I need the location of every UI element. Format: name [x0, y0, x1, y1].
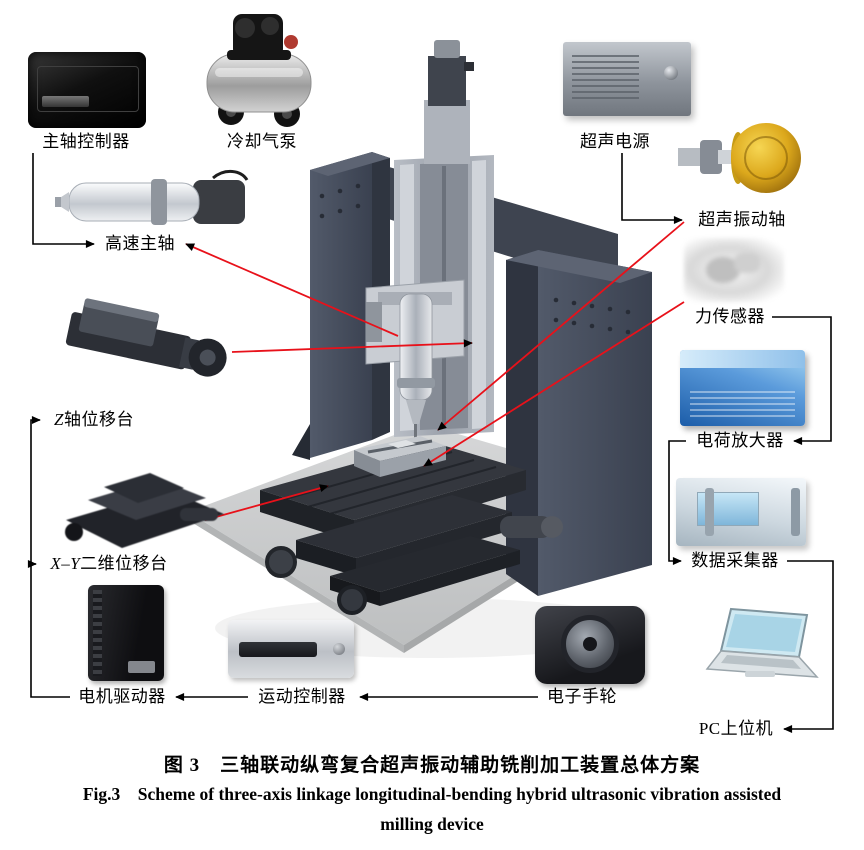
label-z-stage-prefix: Z [54, 410, 64, 429]
pointer-lines [185, 221, 685, 521]
label-pc-host: PC上位机 [692, 718, 780, 740]
label-motor-driver-text: 电机驱动器 [78, 687, 166, 706]
label-cooling-pump: 冷却气泵 [212, 131, 312, 153]
ultrasonic-vibration-axis-illustration [678, 123, 801, 193]
motion-controller-image [228, 620, 354, 678]
label-z-stage-suffix: 轴位移台 [63, 410, 134, 429]
label-ultrasonic-vibration-axis-text: 超声振动轴 [698, 210, 786, 229]
cooling-pump-illustration [206, 14, 312, 127]
label-data-acquisition: 数据采集器 [685, 550, 785, 572]
pc-host-image [705, 605, 825, 693]
caption-english-line1: Fig.3 Scheme of three-axis linkage longi… [82, 784, 782, 804]
label-spindle-controller: 主轴控制器 [30, 131, 142, 153]
z-stage-image [62, 288, 237, 393]
motor-driver-image [88, 585, 164, 681]
high-speed-spindle-illustration [55, 170, 249, 225]
caption-english-line2: milling device [380, 814, 484, 834]
label-data-acquisition-text: 数据采集器 [691, 551, 779, 570]
connector-lines [27, 153, 834, 734]
label-xy-stage-suffix: 二维位移台 [80, 554, 168, 573]
label-electronic-handwheel: 电子手轮 [542, 686, 622, 708]
data-acquisition-image [676, 478, 806, 546]
label-cooling-pump-text: 冷却气泵 [227, 132, 297, 151]
label-charge-amplifier: 电荷放大器 [690, 430, 790, 452]
electronic-handwheel-image [535, 606, 645, 684]
label-electronic-handwheel-text: 电子手轮 [547, 687, 617, 706]
label-force-sensor-text: 力传感器 [695, 307, 765, 326]
machine-illustration [188, 40, 652, 658]
force-sensor-image [684, 238, 784, 302]
label-ultrasonic-vibration-axis: 超声振动轴 [688, 209, 796, 231]
label-motor-driver: 电机驱动器 [72, 686, 172, 708]
label-ultrasonic-power: 超声电源 [567, 131, 663, 153]
pc-host-illustration [705, 607, 819, 678]
cooling-pump-image [203, 8, 315, 128]
label-force-sensor: 力传感器 [690, 306, 770, 328]
high-speed-spindle-image [55, 168, 250, 234]
xy-stage-image [60, 452, 230, 552]
spindle-controller-image [28, 52, 146, 128]
label-motion-controller-text: 运动控制器 [258, 687, 346, 706]
label-high-speed-spindle: 高速主轴 [100, 233, 180, 255]
label-xy-stage-prefix: X–Y [50, 554, 81, 573]
label-z-stage: Z轴位移台 [44, 409, 144, 431]
charge-amplifier-image [680, 350, 805, 426]
label-pc-host-text: PC上位机 [698, 719, 774, 738]
label-motion-controller: 运动控制器 [252, 686, 352, 708]
label-ultrasonic-power-text: 超声电源 [580, 132, 650, 151]
label-spindle-controller-text: 主轴控制器 [42, 132, 130, 151]
z-stage-illustration [65, 298, 227, 377]
ultrasonic-power-image [563, 42, 691, 116]
caption-chinese: 图 3 三轴联动纵弯复合超声振动辅助铣削加工装置总体方案 [163, 755, 701, 776]
label-charge-amplifier-text: 电荷放大器 [696, 431, 784, 450]
ultrasonic-vibration-axis-image [678, 108, 803, 210]
label-high-speed-spindle-text: 高速主轴 [105, 234, 175, 253]
xy-stage-illustration [65, 473, 224, 548]
label-xy-stage: X–Y二维位移台 [40, 553, 178, 575]
